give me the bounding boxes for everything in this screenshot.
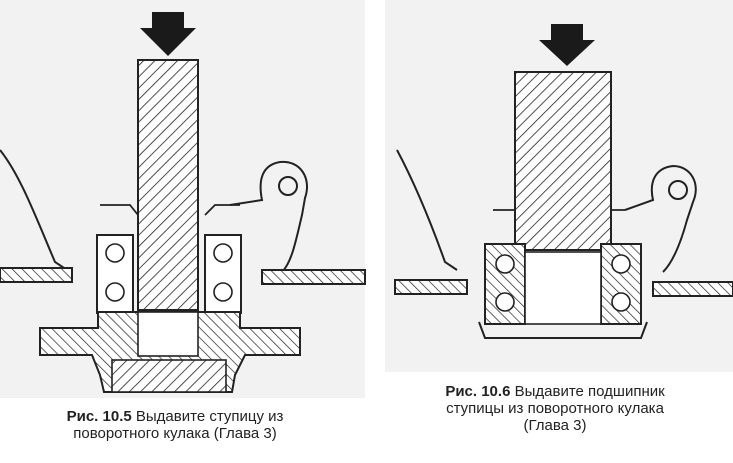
- bearing-ball: [105, 282, 125, 302]
- knuckle-outline-right: [229, 160, 308, 273]
- figure-number: Рис. 10.5: [66, 408, 132, 425]
- knuckle-eye: [278, 176, 298, 196]
- knuckle-outline-left: [396, 149, 458, 271]
- press-ram: [514, 71, 612, 251]
- bearing-ball: [611, 254, 631, 274]
- support-plate-left: [0, 267, 73, 283]
- press-ram: [137, 59, 199, 311]
- bearing-inner-space: [524, 251, 602, 325]
- knuckle-outline-left: [0, 149, 71, 273]
- bearing-ball: [213, 282, 233, 302]
- figure-10-6: Рис. 10.6 Выдавите подшипник ступицы из …: [385, 0, 733, 463]
- figure-10-5: Рис. 10.5 Выдавите ступицу из поворотног…: [0, 0, 366, 442]
- support-plate-left: [394, 279, 468, 295]
- support-cup: [478, 321, 648, 339]
- hub-spigot: [111, 359, 227, 393]
- press-force-arrow: [539, 24, 595, 66]
- figure-caption: Рис. 10.6 Выдавите подшипник ступицы из …: [395, 383, 715, 434]
- figure-caption: Рис. 10.5 Выдавите ступицу из поворотног…: [15, 408, 335, 442]
- figure-number: Рис. 10.6: [445, 383, 511, 400]
- bearing-ball: [495, 292, 515, 312]
- support-plate-right: [652, 281, 733, 297]
- hub-press-diagram: [0, 0, 366, 398]
- knuckle-eye: [668, 180, 688, 200]
- caption-text: ступицы из поворотного кулака: [446, 400, 664, 417]
- bearing-ball: [105, 243, 125, 263]
- caption-text: Выдавите ступицу из: [131, 408, 284, 425]
- caption-text: Выдавите подшипник: [510, 383, 665, 400]
- bearing-ball: [213, 243, 233, 263]
- bearing-ball: [495, 254, 515, 274]
- caption-text: поворотного кулака (Глава 3): [73, 425, 277, 442]
- knuckle-outline-right: [624, 164, 697, 273]
- bearing-press-diagram: [385, 0, 733, 372]
- housing-collar: [100, 204, 240, 216]
- bearing-ball: [611, 292, 631, 312]
- hub-bore: [137, 311, 199, 357]
- press-force-arrow: [140, 12, 196, 56]
- bearing-right: [204, 234, 242, 314]
- support-plate-right: [261, 269, 366, 285]
- caption-text: (Глава 3): [523, 417, 587, 434]
